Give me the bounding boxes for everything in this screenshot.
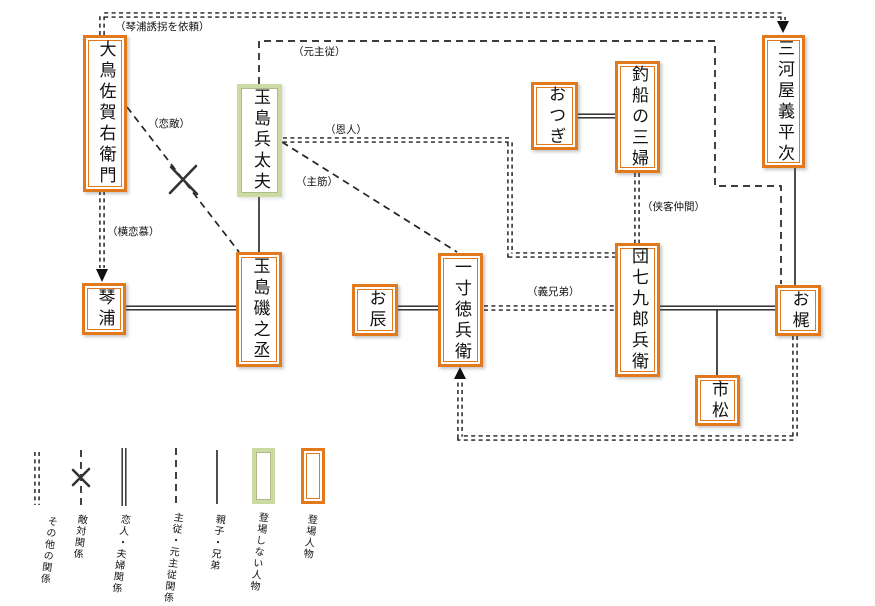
char-name: おつぎ xyxy=(545,84,565,148)
legend-symbol-nonappearing-box xyxy=(252,448,275,504)
edge-shusuji-line xyxy=(281,141,458,253)
char-box-tsuribune-sabu: 釣船の三婦 xyxy=(615,61,660,173)
edge-okaji-tokubei-line xyxy=(454,336,798,441)
edge-moto-shuju-line xyxy=(258,40,782,284)
char-name: 玉島兵太夫 xyxy=(250,88,270,193)
legend-symbol-hostile-line xyxy=(71,450,91,505)
char-name: 大鳥佐賀右衛門 xyxy=(95,40,116,187)
char-box-tamashima-isonojo: 玉島磯之丞 xyxy=(236,252,282,367)
relation-label-moto-shuju: （元主従） xyxy=(293,46,346,58)
relation-label-koigataki: （恋敵） xyxy=(148,118,190,130)
edge-onjin-line xyxy=(283,137,615,258)
char-box-ichimatsu: 市松 xyxy=(695,375,740,426)
edge-kidnap-request-line xyxy=(99,12,789,35)
relation-label-gikyodai: （義兄弟） xyxy=(527,286,580,298)
char-name: 釣船の三婦 xyxy=(628,64,648,170)
char-box-kotoura: 琴浦 xyxy=(82,283,126,335)
char-name: 三河屋義平次 xyxy=(774,38,794,165)
char-box-mikawaya-giheiji: 三河屋義平次 xyxy=(762,35,805,168)
char-box-otsugi: おつぎ xyxy=(531,82,578,150)
edge-yokorenbo-line xyxy=(96,191,108,282)
char-name: 玉島磯之丞 xyxy=(249,257,270,362)
char-name: お辰 xyxy=(365,289,386,331)
char-box-issun-tokubei: 一寸徳兵衛 xyxy=(438,253,483,367)
char-box-tamashima-hyodayu: 玉島兵太夫 xyxy=(237,84,282,197)
char-box-otatsu: お辰 xyxy=(352,284,398,336)
edge-koigataki-line xyxy=(126,106,240,253)
relation-label-shusuji: （主筋） xyxy=(296,176,338,188)
relation-label-yokorenbo: （横恋慕） xyxy=(107,226,160,238)
char-box-danshichi-kurobei: 団七九郎兵衛 xyxy=(615,243,660,377)
char-box-otori-sagaemon: 大鳥佐賀右衛門 xyxy=(83,35,127,192)
relation-label-kidnap-request: （琴浦誘拐を依頼） xyxy=(115,21,210,33)
char-name: 一寸徳兵衛 xyxy=(451,257,471,363)
relation-label-kyokaku-nakama: （侠客仲間） xyxy=(642,201,705,213)
char-name: 団七九郎兵衛 xyxy=(628,247,648,373)
char-box-okaji: お梶 xyxy=(775,285,821,336)
char-name: 市松 xyxy=(708,379,728,422)
legend-symbol-appearing-box xyxy=(301,448,325,504)
char-name: 琴浦 xyxy=(94,288,115,330)
char-name: お梶 xyxy=(788,289,809,332)
relation-label-onjin: （恩人） xyxy=(325,124,367,136)
